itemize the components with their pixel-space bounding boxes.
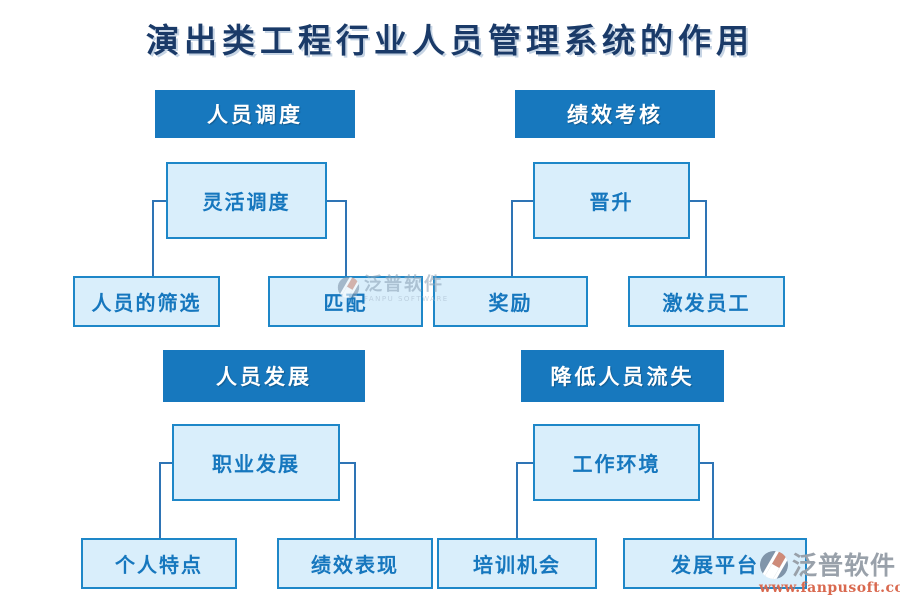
child-node: 培训机会 (437, 538, 597, 589)
connector-right (690, 200, 707, 276)
child-node: 激发员工 (628, 276, 785, 327)
connector-left (511, 200, 533, 276)
section-header-development: 人员发展 (163, 350, 365, 402)
watermark-brand: 泛普软件 (792, 550, 897, 580)
connector-right (700, 462, 714, 538)
watermark-brand: 泛普软件 (364, 274, 444, 295)
parent-node: 工作环境 (533, 424, 700, 501)
fanpu-logo-icon (759, 550, 789, 580)
child-node: 人员的筛选 (73, 276, 220, 327)
section-header-scheduling: 人员调度 (155, 90, 355, 138)
connector-right (327, 200, 347, 276)
connector-left (159, 462, 172, 538)
fanpu-logo-icon (337, 276, 360, 299)
watermark-url: www.fanpusoft.com (759, 580, 900, 596)
watermark-center: 泛普软件 FANPU SOFTWARE (337, 276, 449, 303)
child-node: 奖励 (433, 276, 588, 327)
section-header-performance: 绩效考核 (515, 90, 715, 138)
parent-node: 职业发展 (172, 424, 340, 501)
parent-node: 灵活调度 (166, 162, 327, 239)
watermark-subtitle: FANPU SOFTWARE (364, 295, 449, 303)
child-node: 个人特点 (81, 538, 237, 589)
section-header-retention: 降低人员流失 (521, 350, 724, 402)
connector-right (340, 462, 356, 538)
watermark-corner: 泛普软件 www.fanpusoft.com (759, 550, 900, 595)
page-title: 演出类工程行业人员管理系统的作用 (146, 21, 754, 60)
parent-node: 晋升 (533, 162, 690, 239)
connector-left (516, 462, 533, 538)
connector-left (152, 200, 166, 276)
child-node: 绩效表现 (277, 538, 433, 589)
